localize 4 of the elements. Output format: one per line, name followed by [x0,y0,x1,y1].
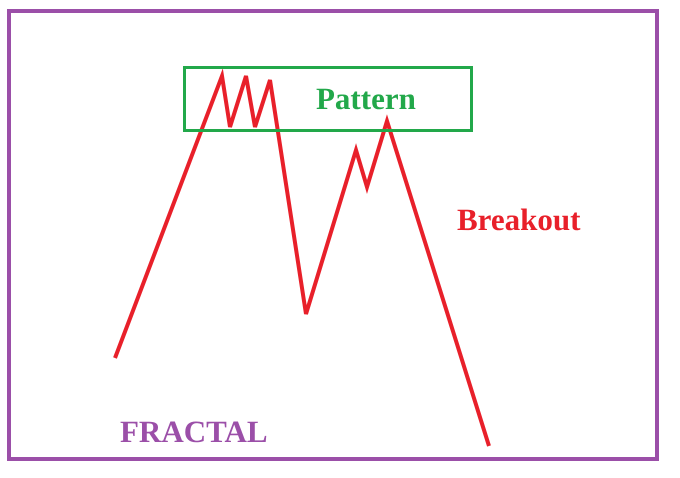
pattern-label: Pattern [316,83,416,114]
highlight-box [183,66,473,132]
breakout-label: Breakout [457,204,580,235]
title-label: FRACTAL [120,416,268,447]
